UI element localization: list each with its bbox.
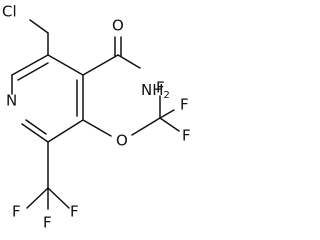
bond-c6-c5-inner	[17, 62, 49, 81]
bond-c3-c2	[47, 119, 84, 143]
bond-c5-c4	[47, 54, 84, 76]
fluorine-label-bottom: F	[43, 214, 52, 232]
ether-oxygen-label: O	[116, 132, 128, 150]
bond-cf3-f-left	[26, 187, 49, 209]
amide-subscript: 2	[164, 90, 170, 101]
bond-cf3-f-right2	[47, 187, 70, 209]
ring-nitrogen-label: N	[6, 92, 17, 110]
chemical-structure: Cl O NH2 N O F F F F F F	[2, 3, 191, 232]
bonds	[11, 19, 180, 210]
bond-amide-c-n	[117, 54, 141, 69]
bond-ch2-cl	[29, 19, 49, 34]
fluorine-label-lower: F	[182, 127, 191, 145]
amide-nitrogen-label: NH2	[141, 81, 170, 102]
fluorine-label-right: F	[180, 96, 189, 114]
bond-c4-amide-c	[82, 54, 119, 76]
bond-c6-c5	[11, 54, 49, 76]
carbonyl-oxygen-label: O	[112, 17, 124, 35]
bond-c2-n	[21, 123, 49, 143]
fluorine-label-right2: F	[70, 203, 79, 221]
fluorine-label-left: F	[12, 203, 21, 221]
bond-c2-n-inner	[25, 119, 47, 135]
fluorine-label-top: F	[156, 79, 165, 97]
amide-nitrogen-text: NH	[141, 81, 164, 99]
bond-cf3-f-right	[159, 109, 175, 119]
bond-cf3-f-lower	[159, 117, 180, 132]
chlorine-atom-label: Cl	[2, 3, 17, 21]
bond-o-cf3	[131, 117, 161, 136]
bond-c3-o	[82, 119, 112, 137]
